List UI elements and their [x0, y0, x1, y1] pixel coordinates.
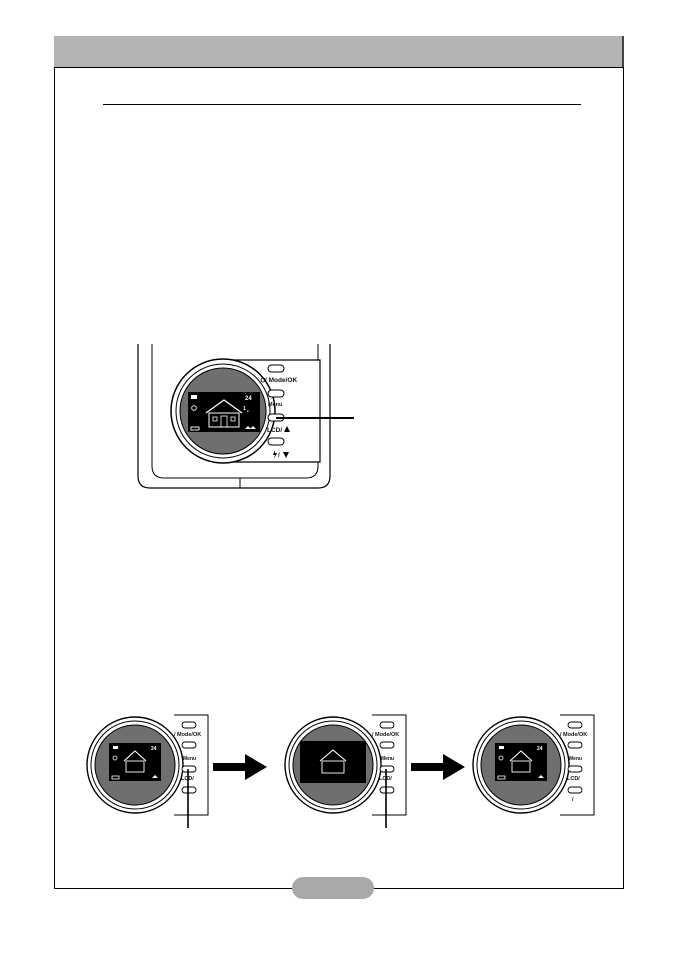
svg-text:2: 2 — [247, 409, 249, 413]
lcd-label: LCD/ — [267, 426, 290, 434]
svg-text:24: 24 — [151, 746, 157, 752]
sequence-arrow-2 — [411, 752, 467, 782]
page-number-pill — [292, 877, 374, 899]
svg-text:24: 24 — [537, 746, 543, 752]
flash-label: / — [572, 797, 574, 803]
flash-icon — [273, 450, 277, 459]
lcd-up-button[interactable] — [567, 765, 583, 773]
house-scene-icon — [205, 399, 243, 428]
down-triangle-icon — [283, 452, 289, 458]
lcd-label: LCD/ — [567, 776, 580, 782]
flash-down-button[interactable] — [379, 786, 395, 794]
menu-label: Menu — [268, 402, 282, 408]
title-rule — [103, 104, 581, 105]
camera-icon — [191, 395, 197, 399]
flash-down-button[interactable] — [567, 786, 583, 794]
quality-indicator — [245, 426, 256, 429]
svg-text:LCD/: LCD/ — [267, 427, 282, 434]
mode-ok-label: / Mode/OK — [372, 732, 399, 738]
mode-ok-label: / Mode/OK — [174, 732, 201, 738]
timer-icon — [191, 405, 197, 411]
mode-ok-label: / Mode/OK — [560, 732, 587, 738]
menu-button[interactable] — [267, 389, 285, 398]
up-triangle-icon — [284, 426, 290, 432]
battery-icon — [190, 426, 200, 431]
sequence-step-2: / Mode/OK Menu LCD/ — [282, 713, 412, 829]
power-icon — [260, 377, 266, 383]
menu-button[interactable] — [181, 741, 197, 749]
mode-ok-button[interactable] — [567, 721, 583, 729]
flash-down-button[interactable] — [181, 786, 197, 794]
mode-ok-button[interactable] — [181, 721, 197, 729]
menu-button[interactable] — [567, 741, 583, 749]
mode-ok-button[interactable] — [379, 721, 395, 729]
header-bar — [54, 36, 624, 68]
flash-down-button[interactable] — [267, 437, 285, 446]
mode-ok-label: / Mode/OK — [260, 377, 297, 384]
menu-label: Menu — [381, 756, 394, 762]
svg-text:/ Mode/OK: / Mode/OK — [265, 377, 297, 384]
menu-label: Menu — [569, 756, 582, 762]
shots-remaining: 24 — [245, 396, 252, 402]
menu-button[interactable] — [379, 741, 395, 749]
sequence-arrow-1 — [213, 752, 269, 782]
sequence-step-1: 24 / Mode/OK Menu LCD/ — [84, 713, 214, 829]
sequence-step-3: 24 / Mode/OK Menu LCD/ / — [470, 713, 600, 829]
svg-text:1: 1 — [243, 406, 246, 412]
lcd-up-button[interactable] — [181, 765, 197, 773]
mode-ok-button[interactable] — [267, 364, 285, 373]
menu-label: Menu — [183, 756, 196, 762]
lcd-up-button[interactable] — [379, 765, 395, 773]
flash-label: / — [273, 450, 289, 459]
svg-text:/: / — [278, 452, 280, 459]
